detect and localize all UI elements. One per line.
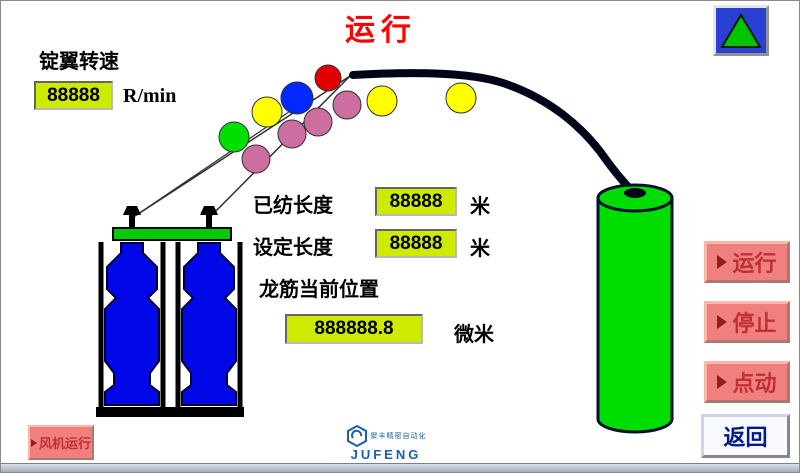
rail-position-label: 龙筋当前位置: [259, 279, 379, 301]
right-triangle-icon: [717, 375, 728, 389]
cable: [349, 69, 638, 198]
brand-name: JUFENG: [350, 447, 422, 462]
spun-length-value: 88888: [375, 187, 457, 216]
right-triangle-icon: [717, 255, 728, 269]
flyer-speed-unit: R/min: [123, 85, 177, 107]
run-button-label: 运行: [732, 251, 777, 276]
set-length-value: 88888: [375, 229, 457, 258]
fan-run-button[interactable]: 风机运行: [28, 425, 94, 460]
jog-button-label: 点动: [732, 371, 777, 396]
jufeng-logo-icon: [346, 425, 367, 447]
jog-button[interactable]: 点动: [704, 361, 790, 403]
back-button-label: 返回: [723, 425, 768, 450]
cylinder: [596, 183, 674, 434]
back-button[interactable]: 返回: [701, 414, 790, 458]
bobbin: [104, 242, 237, 406]
run-button[interactable]: 运行: [704, 241, 790, 283]
rail-position-value: 888888.8: [285, 314, 423, 344]
up-triangle-icon: [720, 12, 762, 48]
spun-length-unit: 米: [470, 196, 490, 218]
stop-button-label: 停止: [732, 311, 777, 336]
page-title: 运行: [345, 14, 417, 47]
brand-logo: 聚丰精密自动化 JUFENG: [331, 425, 441, 462]
set-length-unit: 米: [470, 238, 490, 260]
guide-pulleys: [218, 64, 477, 174]
right-triangle-icon: [717, 315, 728, 329]
fan-run-button-label: 风机运行: [38, 436, 91, 451]
spun-length-label: 已纺长度: [253, 195, 333, 217]
page-up-button[interactable]: [713, 5, 769, 56]
rail-position-unit: 微米: [454, 324, 494, 346]
stop-button[interactable]: 停止: [704, 301, 790, 343]
right-triangle-icon: [30, 438, 37, 447]
bobbin-station: [96, 206, 244, 417]
set-length-label: 设定长度: [253, 237, 333, 259]
brand-tagline: 聚丰精密自动化: [370, 433, 427, 440]
flyer-speed-label: 锭翼转速: [39, 51, 119, 73]
bottom-bar: [1, 463, 799, 472]
flyer-speed-value: 88888: [34, 81, 113, 110]
